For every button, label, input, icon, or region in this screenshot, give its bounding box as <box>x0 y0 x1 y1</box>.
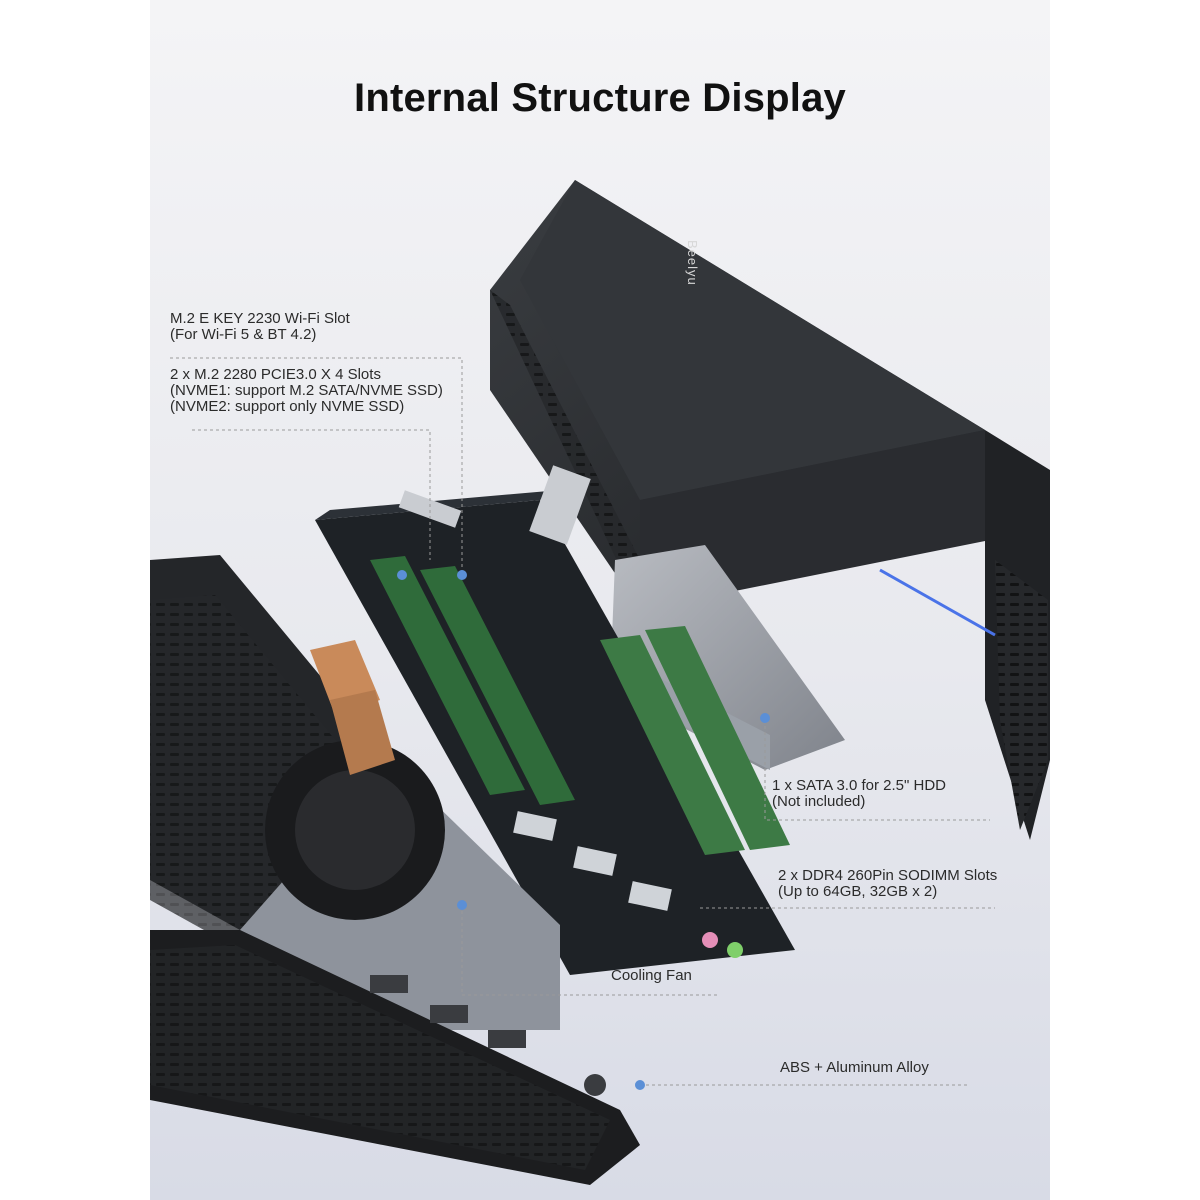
label-cooling-fan: Cooling Fan <box>611 967 692 984</box>
label-m2-line-3: (NVME2: support only NVME SSD) <box>170 398 405 415</box>
label-wifi-line-2: (For Wi-Fi 5 & BT 4.2) <box>170 326 317 343</box>
brand-logo-text: Beelyu <box>685 240 700 286</box>
label-wifi-line-1: M.2 E KEY 2230 Wi-Fi Slot <box>170 310 350 327</box>
label-m2-slots: 2 x M.2 2280 PCIE3.0 X 4 Slots (NVME1: s… <box>170 367 443 415</box>
bottom-chassis <box>150 555 560 1030</box>
callout-dot-m2 <box>457 570 467 580</box>
page-title: Internal Structure Display <box>354 76 846 120</box>
label-sata: 1 x SATA 3.0 for 2.5" HDD (Not included) <box>772 778 946 810</box>
label-case-material: ABS + Aluminum Alloy <box>780 1059 929 1076</box>
leader-lines <box>170 357 995 1086</box>
callout-dot-sata <box>760 713 770 723</box>
callout-dots <box>397 570 770 1090</box>
label-sata-line-2: (Not included) <box>772 793 866 810</box>
label-m2-line-2: (NVME1: support M.2 SATA/NVME SSD) <box>170 382 443 399</box>
label-ddr4: 2 x DDR4 260Pin SODIMM Slots (Up to 64GB… <box>778 868 997 900</box>
left-margin <box>0 0 150 1200</box>
label-wifi-slot: M.2 E KEY 2230 Wi-Fi Slot (For Wi-Fi 5 &… <box>170 311 350 343</box>
right-margin <box>1050 0 1200 1200</box>
motherboard <box>315 465 795 975</box>
front-bezel <box>150 930 640 1185</box>
label-sata-line-1: 1 x SATA 3.0 for 2.5" HDD <box>772 777 947 794</box>
callout-dot-wifi <box>397 570 407 580</box>
callout-dot-fan <box>457 900 467 910</box>
label-ddr4-line-1: 2 x DDR4 260Pin SODIMM Slots <box>778 867 998 884</box>
callout-dot-case <box>635 1080 645 1090</box>
label-ddr4-line-2: (Up to 64GB, 32GB x 2) <box>778 883 938 900</box>
top-cover <box>490 180 1050 840</box>
label-m2-line-1: 2 x M.2 2280 PCIE3.0 X 4 Slots <box>170 366 381 383</box>
